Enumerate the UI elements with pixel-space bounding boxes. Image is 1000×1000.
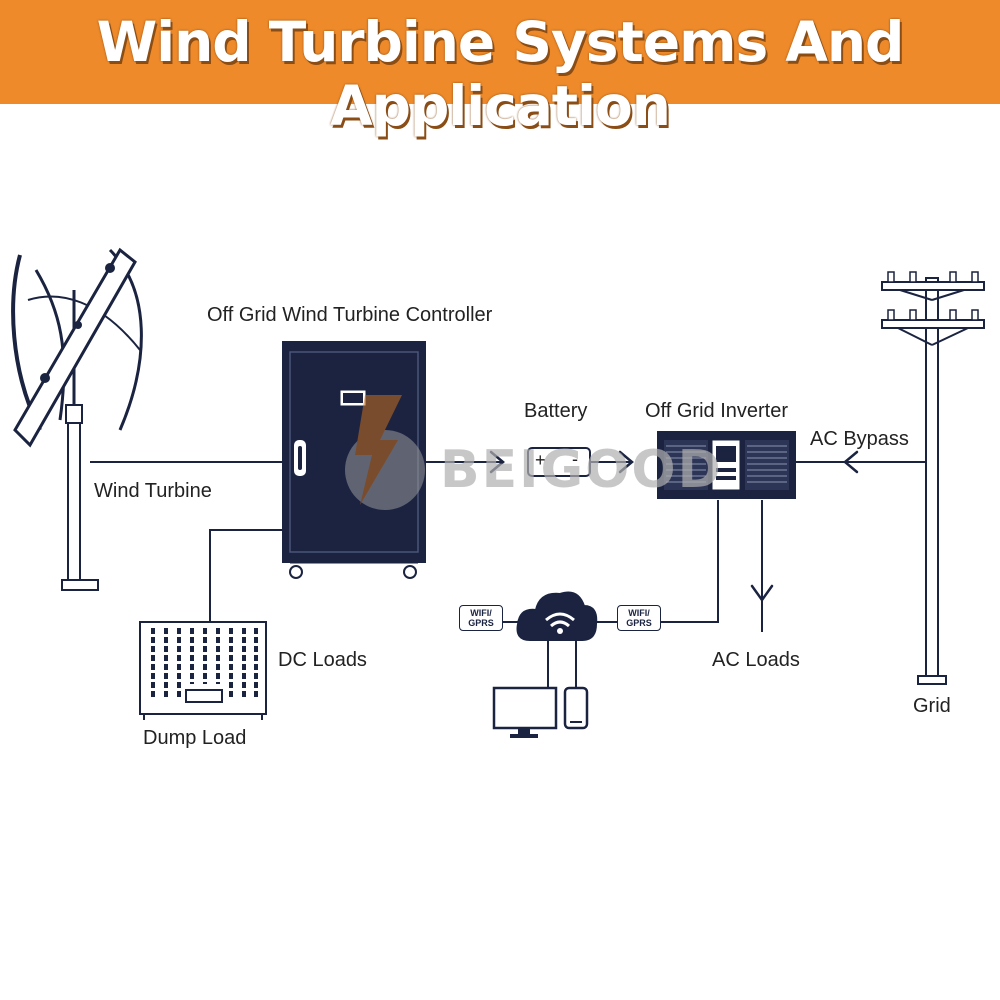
monitor-icon bbox=[492, 686, 558, 738]
wind-turbine-icon bbox=[11, 247, 143, 591]
wifi-gprs-tag-left: WIFI/ GPRS bbox=[459, 605, 503, 631]
dump-load-icon bbox=[139, 621, 267, 720]
ac-loads-label: AC Loads bbox=[712, 649, 800, 671]
inverter-wifi-wire bbox=[658, 500, 719, 623]
dc-loads-label: DC Loads bbox=[278, 649, 367, 671]
battery-minus: - bbox=[572, 449, 578, 469]
battery-label: Battery bbox=[524, 400, 588, 422]
arrow-ac-bypass bbox=[843, 450, 859, 474]
dump-load-wire bbox=[209, 529, 285, 622]
watermark-logo bbox=[345, 395, 425, 510]
page-title: Wind Turbine Systems And Application bbox=[96, 10, 905, 138]
ac-bypass-label: AC Bypass bbox=[810, 428, 909, 450]
cloud-icon bbox=[516, 591, 598, 641]
wind-turbine-label: Wind Turbine bbox=[94, 480, 212, 502]
inverter-icon bbox=[657, 431, 796, 499]
arrow-to-inverter bbox=[618, 450, 634, 474]
dump-load-label: Dump Load bbox=[143, 727, 247, 749]
battery-icon bbox=[527, 447, 591, 477]
phone-icon bbox=[563, 686, 589, 730]
controller-label: Off Grid Wind Turbine Controller bbox=[207, 304, 493, 326]
arrow-to-battery bbox=[489, 450, 505, 474]
grid-label: Grid bbox=[913, 695, 951, 717]
arrow-ac-loads bbox=[750, 584, 774, 603]
watermark-text: BEIGOOD bbox=[440, 440, 723, 500]
utility-pole-icon bbox=[881, 271, 985, 685]
battery-plus: + bbox=[535, 450, 546, 470]
inverter-label: Off Grid Inverter bbox=[645, 400, 789, 422]
title-banner: Wind Turbine Systems And Application bbox=[0, 0, 1000, 138]
wifi-gprs-tag-right: WIFI/ GPRS bbox=[617, 605, 661, 631]
